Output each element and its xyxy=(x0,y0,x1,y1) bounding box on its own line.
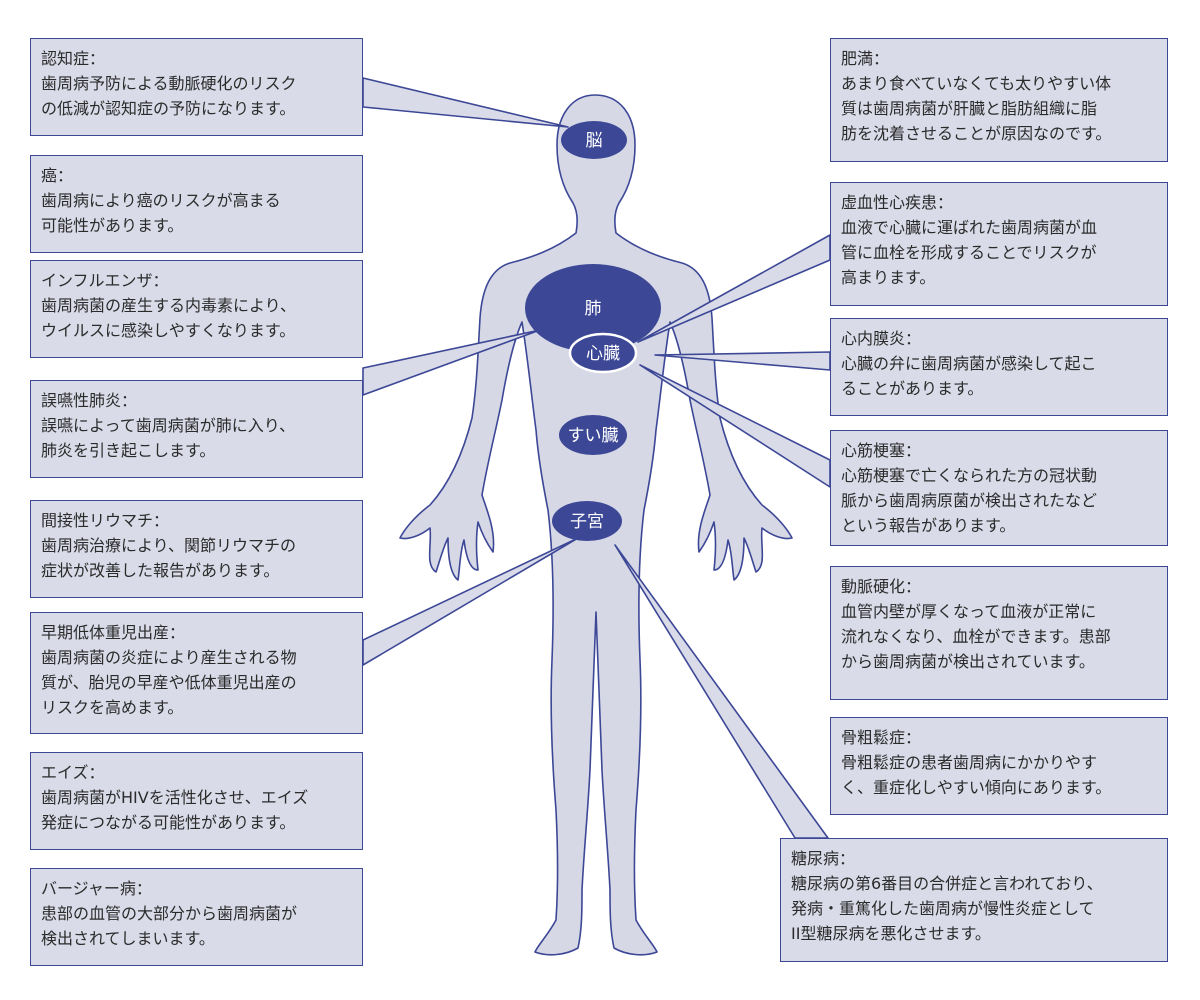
callout-aids: エイズ： 歯周病菌がHIVを活性化させ、エイズ 発症につながる可能性があります。 xyxy=(30,752,363,850)
callout-aids-body: 歯周病菌がHIVを活性化させ、エイズ 発症につながる可能性があります。 xyxy=(41,788,309,832)
callout-rheumatism-title: 間接性リウマチ： xyxy=(41,511,170,530)
callout-buerger-body: 患部の血管の大部分から歯周病菌が 検出されてしまいます。 xyxy=(41,904,298,948)
callout-arteriosclerosis-title: 動脈硬化： xyxy=(841,577,922,596)
organ-heart: 心臓 xyxy=(568,332,638,374)
callout-diabetes-body: 糖尿病の第6番目の合併症と言われており、 発病・重篤化した歯周病が慢性炎症として… xyxy=(791,874,1103,943)
callout-diabetes: 糖尿病： 糖尿病の第6番目の合併症と言われており、 発病・重篤化した歯周病が慢性… xyxy=(780,838,1168,962)
pointer-diabetes-uterus xyxy=(614,544,829,839)
callout-infarction: 心筋梗塞： 心筋梗塞で亡くなられた方の冠状動 脈から歯周病原菌が検出されたなど … xyxy=(830,430,1168,546)
organ-uterus: 子宮 xyxy=(552,501,622,541)
callout-dementia-title: 認知症： xyxy=(41,49,106,68)
callout-dementia: 認知症： 歯周病予防による動脈硬化のリスク の低減が認知症の予防になります。 xyxy=(30,38,363,136)
organ-brain-label: 脳 xyxy=(586,131,603,151)
callout-pneumonia-body: 誤嚥によって歯周病菌が肺に入り、 肺炎を引き起こします。 xyxy=(41,416,296,460)
callout-preterm-body: 歯周病菌の炎症により産生される物 質が、胎児の早産や低体重児出産の リスクを高め… xyxy=(41,648,297,717)
callout-preterm-title: 早期低体重児出産： xyxy=(41,623,186,642)
callout-rheumatism: 間接性リウマチ： 歯周病治療により、関節リウマチの 症状が改善した報告があります… xyxy=(30,500,363,598)
callout-arteriosclerosis: 動脈硬化： 血管内壁が厚くなって血液が正常に 流れなくなり、血栓ができます。患部… xyxy=(830,566,1168,700)
callout-influenza: インフルエンザ： 歯周病菌の産生する内毒素により、 ウイルスに感染しやすくなりま… xyxy=(30,260,363,358)
callout-influenza-title: インフルエンザ： xyxy=(41,271,169,290)
pointer-preterm-uterus xyxy=(362,537,579,666)
callout-buerger-title: バージャー病： xyxy=(41,879,152,898)
organ-lung-label: 肺 xyxy=(585,299,602,319)
callout-buerger: バージャー病： 患部の血管の大部分から歯周病菌が 検出されてしまいます。 xyxy=(30,868,363,966)
callout-endocarditis: 心内膜炎： 心臓の弁に歯周病菌が感染して起こ ることがあります。 xyxy=(830,318,1168,416)
callout-arteriosclerosis-body: 血管内壁が厚くなって血液が正常に 流れなくなり、血栓ができます。患部 から歯周病… xyxy=(841,602,1111,671)
callout-preterm: 早期低体重児出産： 歯周病菌の炎症により産生される物 質が、胎児の早産や低体重児… xyxy=(30,612,363,734)
callout-infarction-body: 心筋梗塞で亡くなられた方の冠状動 脈から歯周病原菌が検出されたなど という報告が… xyxy=(841,466,1098,535)
organ-uterus-label: 子宮 xyxy=(570,512,604,532)
pointer-pneumonia-lung xyxy=(362,329,541,396)
callout-pointers xyxy=(362,77,831,839)
callout-diabetes-title: 糖尿病： xyxy=(791,849,856,868)
callout-ischemic-body: 血液で心臓に運ばれた歯周病菌が血 管に血栓を形成することでリスクが 高まります。 xyxy=(841,218,1098,287)
callout-endocarditis-body: 心臓の弁に歯周病菌が感染して起こ ることがあります。 xyxy=(841,354,1097,398)
callout-obesity-title: 肥満： xyxy=(841,49,890,68)
callout-pneumonia-title: 誤嚥性肺炎： xyxy=(41,391,138,410)
organ-brain: 脳 xyxy=(561,121,627,159)
organ-markers: 脳 肺 心臓 すい臓 子宮 xyxy=(525,121,661,541)
callout-rheumatism-body: 歯周病治療により、関節リウマチの 症状が改善した報告があります。 xyxy=(41,536,297,580)
organ-heart-label: 心臓 xyxy=(586,344,620,364)
pointer-endocarditis-heart xyxy=(654,351,831,371)
organ-pancreas-label: すい臓 xyxy=(568,426,619,446)
callout-cancer-title: 癌： xyxy=(41,166,74,185)
callout-aids-title: エイズ： xyxy=(41,763,105,782)
callout-endocarditis-title: 心内膜炎： xyxy=(841,329,922,348)
callout-obesity-body: あまり食べていなくても太りやすい体 質は歯周病菌が肝臓と脂肪組織に脂 肪を沈着さ… xyxy=(841,74,1112,143)
callout-cancer: 癌： 歯周病により癌のリスクが高まる 可能性があります。 xyxy=(30,155,363,253)
callout-cancer-body: 歯周病により癌のリスクが高まる 可能性があります。 xyxy=(41,191,281,235)
callout-osteoporosis-title: 骨粗鬆症： xyxy=(841,728,922,747)
organ-lung: 肺 xyxy=(525,264,661,352)
callout-osteoporosis-body: 骨粗鬆症の患者歯周病にかかりやす く、重症化しやすい傾向にあります。 xyxy=(841,753,1112,797)
callout-pneumonia: 誤嚥性肺炎： 誤嚥によって歯周病菌が肺に入り、 肺炎を引き起こします。 xyxy=(30,380,363,478)
callout-influenza-body: 歯周病菌の産生する内毒素により、 ウイルスに感染しやすくなります。 xyxy=(41,296,297,340)
callout-osteoporosis: 骨粗鬆症： 骨粗鬆症の患者歯周病にかかりやす く、重症化しやすい傾向にあります。 xyxy=(830,717,1168,815)
callout-ischemic: 虚血性心疾患： 血液で心臓に運ばれた歯周病菌が血 管に血栓を形成することでリスク… xyxy=(830,182,1168,306)
callout-ischemic-title: 虚血性心疾患： xyxy=(841,193,954,212)
organ-pancreas: すい臓 xyxy=(559,415,627,455)
pointer-dementia-brain xyxy=(362,77,569,128)
callout-infarction-title: 心筋梗塞： xyxy=(841,441,922,460)
callout-obesity: 肥満： あまり食べていなくても太りやすい体 質は歯周病菌が肝臓と脂肪組織に脂 肪… xyxy=(830,38,1168,162)
callout-dementia-body: 歯周病予防による動脈硬化のリスク の低減が認知症の予防になります。 xyxy=(41,74,297,118)
